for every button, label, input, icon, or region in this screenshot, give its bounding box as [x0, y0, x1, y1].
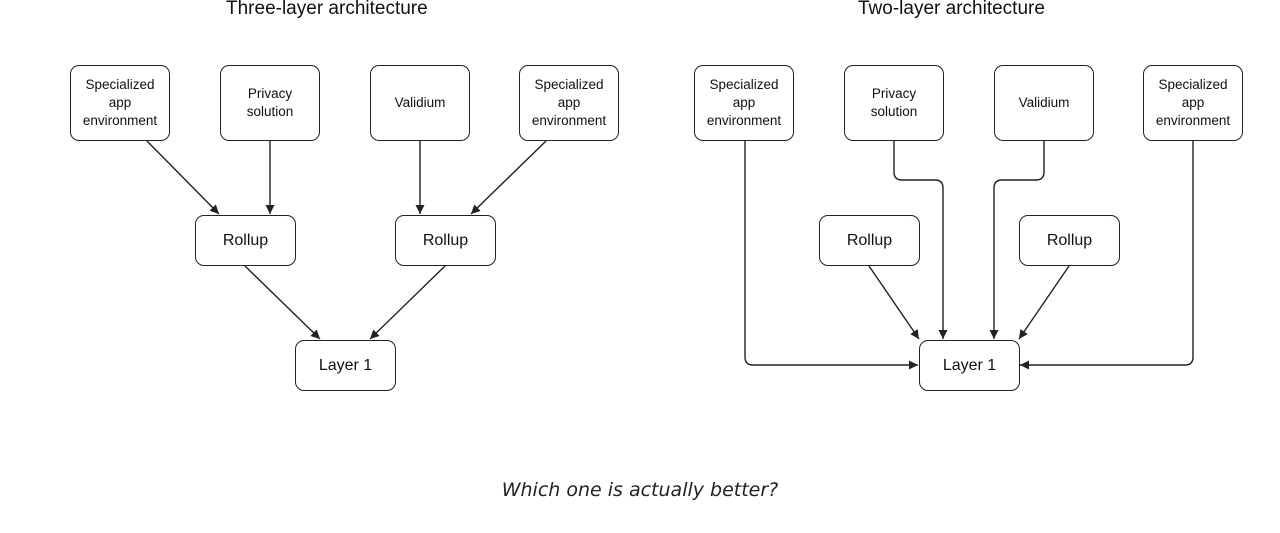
right-specialized-app-env-2: Specialized app environment: [1143, 65, 1243, 141]
edge-left-appenv1-rollup1: [146, 140, 220, 215]
right-layer-1: Layer 1: [919, 340, 1020, 391]
edge-right-rollup1-layer1: [868, 265, 920, 340]
question-caption: Which one is actually better?: [501, 479, 779, 501]
right-rollup-1: Rollup: [819, 215, 920, 266]
right-specialized-app-env-1: Specialized app environment: [694, 65, 794, 141]
right-validium: Validium: [994, 65, 1094, 141]
left-layer-1: Layer 1: [295, 340, 396, 391]
two-layer-title: Two-layer architecture: [858, 0, 1045, 19]
edge-left-rollup2-layer1: [369, 265, 446, 340]
edge-right-rollup2-layer1: [1018, 265, 1070, 340]
edge-left-rollup1-layer1: [244, 265, 321, 340]
left-rollup-1: Rollup: [195, 215, 296, 266]
right-rollup-2: Rollup: [1019, 215, 1120, 266]
left-rollup-2: Rollup: [395, 215, 496, 266]
left-privacy-solution: Privacy solution: [220, 65, 320, 141]
left-validium: Validium: [370, 65, 470, 141]
left-specialized-app-env-2: Specialized app environment: [519, 65, 619, 141]
three-layer-title: Three-layer architecture: [226, 0, 428, 19]
left-specialized-app-env-1: Specialized app environment: [70, 65, 170, 141]
edge-left-appenv2-rollup2: [470, 140, 547, 215]
right-privacy-solution: Privacy solution: [844, 65, 944, 141]
